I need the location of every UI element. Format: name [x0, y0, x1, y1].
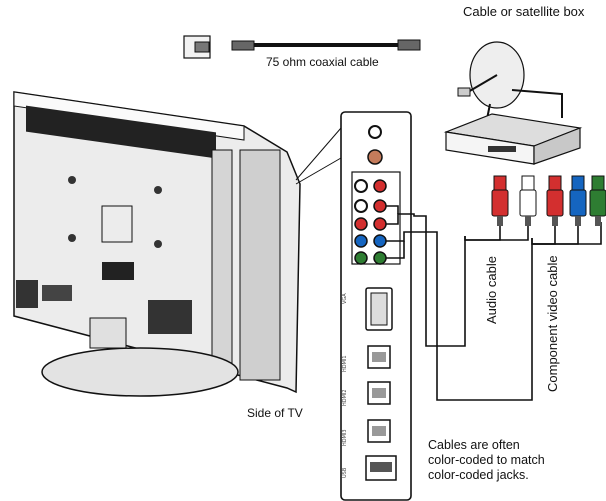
svg-text:HDMI1: HDMI1	[342, 355, 348, 372]
tv-back-icon	[13, 91, 301, 397]
cable-box-label: Cable or satellite box	[463, 4, 585, 19]
svg-text:HDMI3: HDMI3	[342, 429, 348, 446]
note-line: Cables are often	[428, 438, 520, 452]
audio-plug-white	[519, 175, 537, 226]
satellite-dish-icon	[457, 41, 563, 125]
cable-box-icon	[443, 113, 583, 165]
color-code-note: Cables are often color-coded to match co…	[428, 438, 545, 483]
note-line: color-coded jacks.	[428, 468, 529, 482]
coax-cable	[231, 39, 421, 51]
component-cable-lines	[386, 222, 602, 401]
audio-plug-red	[491, 175, 509, 226]
component-cable-label: Component video cable	[545, 255, 560, 392]
coax-cable-label: 75 ohm coaxial cable	[266, 55, 379, 69]
audio-cable-lines	[386, 205, 529, 347]
component-plug-green	[589, 175, 606, 226]
jack-panel: VGA HDMI1 HDMI2 HDMI3 USB	[340, 111, 412, 501]
component-plug-blue	[569, 175, 587, 226]
svg-text:HDMI2: HDMI2	[342, 389, 348, 406]
side-of-tv-label: Side of TV	[247, 406, 303, 420]
coax-wall-outlet-icon	[183, 35, 211, 59]
audio-cable-label: Audio cable	[484, 256, 499, 324]
component-plug-red	[546, 175, 564, 226]
svg-text:USB: USB	[342, 467, 348, 478]
note-line: color-coded to match	[428, 453, 545, 467]
svg-text:VGA: VGA	[342, 293, 348, 304]
